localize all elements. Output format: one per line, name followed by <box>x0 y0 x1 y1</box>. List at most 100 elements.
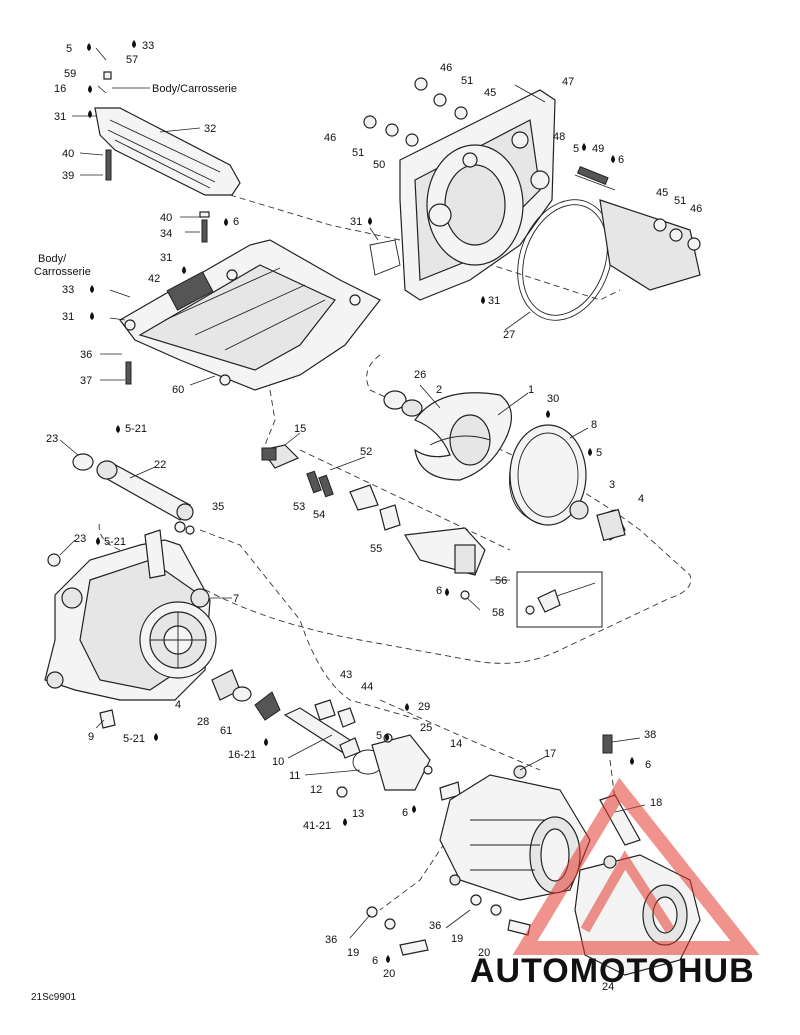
drop-icon <box>224 218 228 226</box>
callout-56: 56 <box>495 575 507 587</box>
callout-5-21: 5-21 <box>104 536 126 548</box>
callout-12: 12 <box>310 784 322 796</box>
callout-46: 46 <box>440 62 452 74</box>
drop-icon <box>116 425 120 433</box>
callout-4: 4 <box>175 699 181 711</box>
callout-5: 5 <box>596 447 602 459</box>
callout-5-21: 5-21 <box>123 733 145 745</box>
callout-5: 5 <box>66 43 72 55</box>
drop-icon <box>87 43 91 51</box>
part-32-bracket <box>94 107 241 196</box>
drop-icon <box>546 410 550 418</box>
callout-20: 20 <box>383 968 395 980</box>
callout-46: 46 <box>690 203 702 215</box>
callout-1: 1 <box>528 384 534 396</box>
callout-6: 6 <box>233 216 239 228</box>
callout-2: 2 <box>436 384 442 396</box>
drop-icon <box>481 296 485 304</box>
callout-31: 31 <box>54 111 66 123</box>
watermark-word-1: AUTOMOTO <box>470 952 675 990</box>
part-60-panel <box>119 239 381 391</box>
drop-icon <box>582 143 586 151</box>
callout-32: 32 <box>204 123 216 135</box>
watermark-logo: AUTOMOTO HUB <box>470 777 760 990</box>
drop-icon <box>154 733 158 741</box>
callout-51: 51 <box>674 195 686 207</box>
bolts <box>103 71 210 385</box>
part-7-pump-housing <box>44 529 217 729</box>
callout-45: 45 <box>484 87 496 99</box>
oil-drop-icons <box>87 40 634 963</box>
drop-icon <box>630 757 634 765</box>
part-15-connector <box>260 444 300 469</box>
callout-6: 6 <box>402 807 408 819</box>
drop-icon <box>90 312 94 320</box>
callout-11: 11 <box>289 770 300 782</box>
callout-46: 46 <box>324 132 336 144</box>
callout-40: 40 <box>160 212 172 224</box>
callout-27: 27 <box>503 329 515 341</box>
callout-30: 30 <box>547 393 559 405</box>
diagram-code: 21Sc9901 <box>31 992 76 1003</box>
drop-icon <box>385 733 389 741</box>
callout-43: 43 <box>340 669 352 681</box>
callout-14: 14 <box>450 738 462 750</box>
callout-60: 60 <box>172 384 184 396</box>
callout-7: 7 <box>233 593 239 605</box>
callout-3: 3 <box>609 479 615 491</box>
callout-26: 26 <box>414 369 426 381</box>
part-47-housing <box>369 89 556 301</box>
bottom-hardware <box>366 894 531 956</box>
drop-icon <box>405 703 409 711</box>
callout-49: 49 <box>592 143 604 155</box>
drop-icon <box>611 155 615 163</box>
callout-6: 6 <box>436 585 442 597</box>
callout-33: 33 <box>142 40 154 52</box>
drop-icon <box>182 266 186 274</box>
callout-18: 18 <box>650 797 662 809</box>
callout-38: 38 <box>644 729 656 741</box>
callout-45: 45 <box>656 187 668 199</box>
callout-52: 52 <box>360 446 372 458</box>
callout-6: 6 <box>645 759 651 771</box>
callout-48: 48 <box>553 131 565 143</box>
callout-40: 40 <box>62 148 74 160</box>
drop-icon <box>96 537 100 545</box>
watermark-word-2: HUB <box>678 952 755 990</box>
drop-icon <box>132 40 136 48</box>
drop-icon <box>90 285 94 293</box>
callout-58: 58 <box>492 607 504 619</box>
callout-28: 28 <box>197 716 209 728</box>
callout-5: 5 <box>376 730 382 742</box>
body-label-left-line2: Carrosserie <box>34 266 91 278</box>
callout-37: 37 <box>80 375 92 387</box>
body-labels: Body/Carrosserie Body/ Carrosserie 21Sc9… <box>31 83 237 1003</box>
callout-29: 29 <box>418 701 430 713</box>
callout-5-21: 5-21 <box>125 423 147 435</box>
callout-8: 8 <box>591 419 597 431</box>
lower-shaft-parts <box>211 669 361 759</box>
callout-19: 19 <box>451 933 463 945</box>
drop-icon <box>343 818 347 826</box>
callout-47: 47 <box>562 76 574 88</box>
callout-51: 51 <box>461 75 473 87</box>
part-22-shaft <box>72 453 195 535</box>
callout-10: 10 <box>272 756 284 768</box>
callout-24: 24 <box>602 981 614 993</box>
callout-labels: 5 33 57 59 16 31 32 40 39 40 6 34 31 42 … <box>46 40 702 993</box>
drop-icon <box>264 738 268 746</box>
callout-54: 54 <box>313 509 325 521</box>
drop-icon <box>386 955 390 963</box>
callout-19: 19 <box>347 947 359 959</box>
impeller-group <box>383 390 626 542</box>
callout-6: 6 <box>372 955 378 967</box>
callout-31: 31 <box>62 311 74 323</box>
callout-34: 34 <box>160 228 172 240</box>
drop-icon <box>445 588 449 596</box>
callout-36: 36 <box>429 920 441 932</box>
callout-22: 22 <box>154 459 166 471</box>
callout-25: 25 <box>420 722 432 734</box>
callout-36: 36 <box>80 349 92 361</box>
drop-icon <box>588 448 592 456</box>
